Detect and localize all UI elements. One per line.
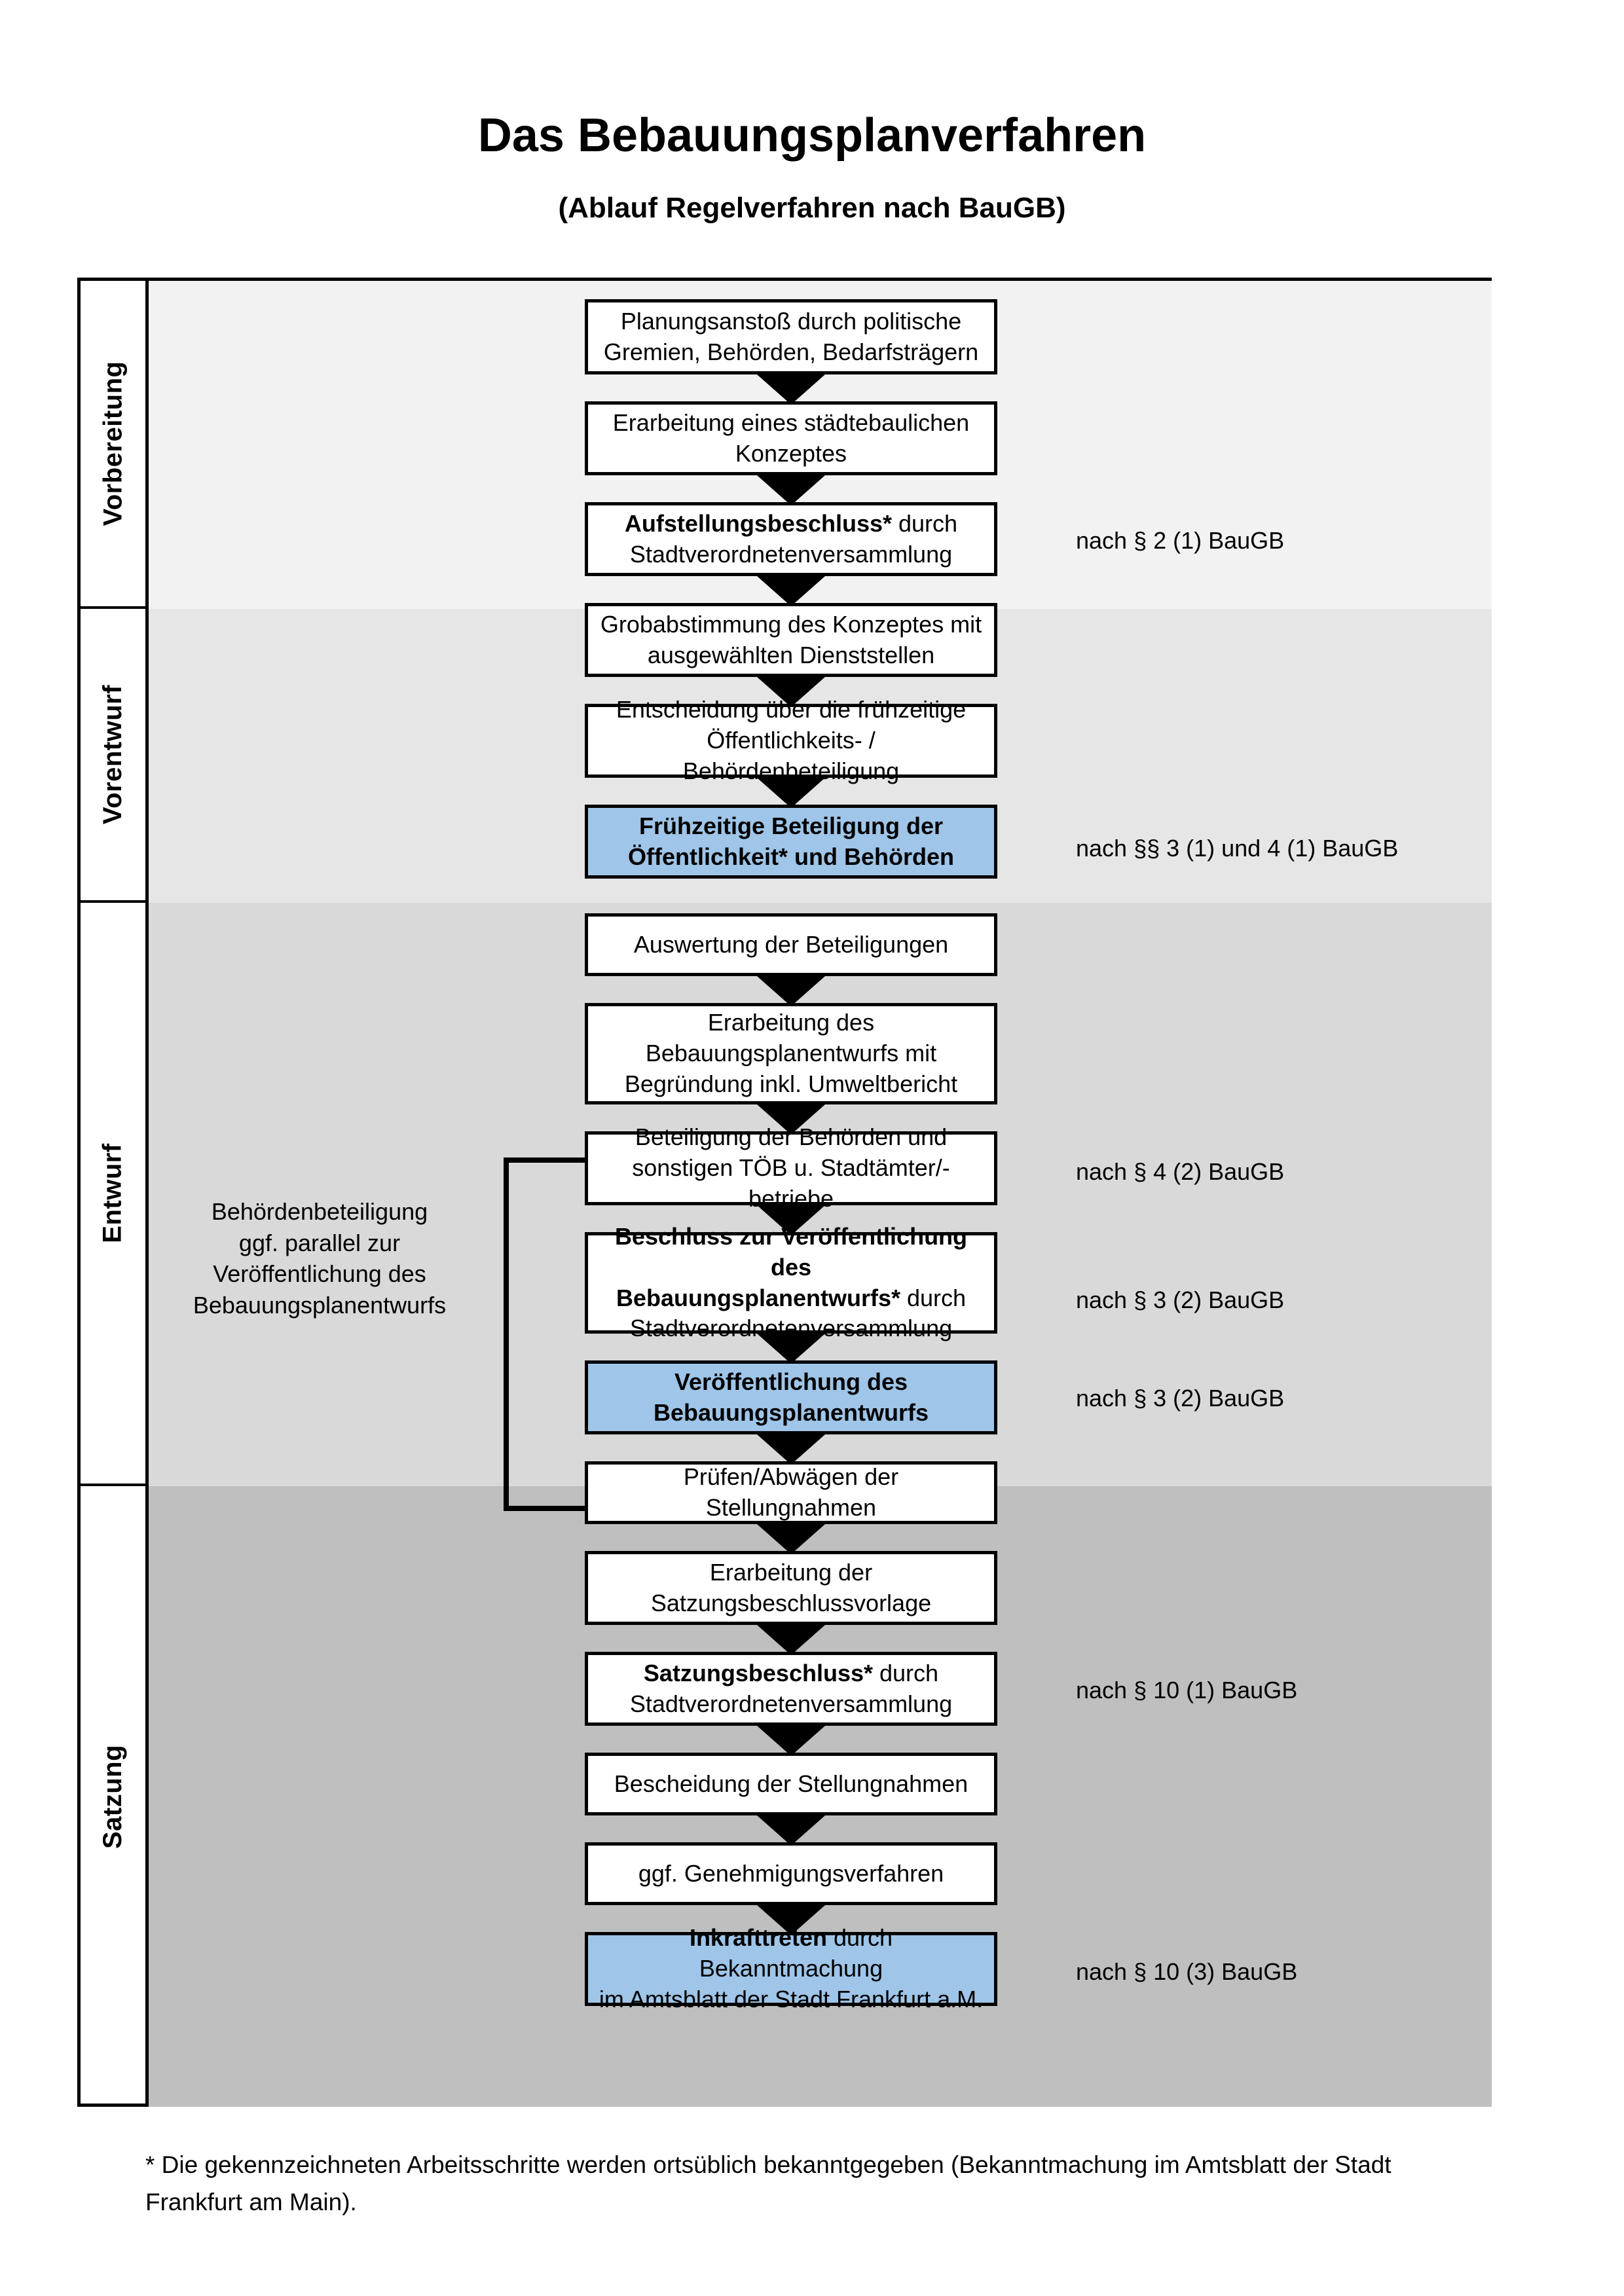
- step-line-suffix: durch: [873, 1659, 939, 1686]
- step-line: ausgewählten Dienststellen: [647, 641, 935, 668]
- step-line-bold: Bebauungsplanentwurfs*: [616, 1284, 900, 1311]
- page-subtitle: (Ablauf Regelverfahren nach BauGB): [558, 192, 1066, 225]
- step-line: Stadtverordnetenversammlung: [629, 540, 953, 568]
- arrow-down-icon: [757, 1334, 825, 1364]
- step-line-bold: Öffentlichkeit* und Behörden: [627, 843, 955, 870]
- footnote: * Die gekennzeichneten Arbeitsschritte w…: [145, 2151, 1392, 2216]
- step-beschluss-veroeffentlichung[interactable]: Beschluss zur Veröffentlichung des Bebau…: [585, 1223, 997, 1341]
- step-line: im Amtsblatt der Stadt Frankfurt a.M.: [599, 1985, 984, 2013]
- title-block: Das Bebauungsplanverfahren (Ablauf Regel…: [0, 109, 1624, 225]
- step-line-bold: Bebauungsplanentwurfs: [653, 1398, 929, 1426]
- note-fruehzeitige-beteiligung: nach §§ 3 (1) und 4 (1) BauGB: [1076, 835, 1399, 862]
- step-auswertung-beteiligungen[interactable]: Auswertung der Beteiligungen: [585, 913, 997, 976]
- step-line: Auswertung der Beteiligungen: [633, 930, 949, 958]
- step-line: Planungsanstoß durch politische: [620, 307, 962, 335]
- step-staedtebauliches-konzept[interactable]: Erarbeitung eines städtebaulichen Konzep…: [585, 401, 997, 475]
- step-line: Bebauungsplanentwurfs mit: [645, 1040, 937, 1067]
- arrow-down-icon: [757, 1524, 825, 1554]
- step-line: ggf. Genehmigungsverfahren: [638, 1859, 944, 1887]
- arrow-down-icon: [757, 1726, 825, 1756]
- step-aufstellungsbeschluss[interactable]: Aufstellungsbeschluss* durch Stadtverord…: [585, 502, 997, 576]
- step-line-suffix: durch: [892, 509, 958, 537]
- parallel-procedure-note: Behördenbeteiligung ggf. parallel zur Ve…: [172, 1196, 467, 1321]
- phase-cell-vorbereitung: Vorbereitung: [81, 281, 145, 609]
- step-line: Gremien, Behörden, Bedarfsträgern: [603, 338, 979, 365]
- step-satzungsbeschluss[interactable]: Satzungsbeschluss* durch Stadtverordnete…: [585, 1652, 997, 1726]
- step-erarbeitung-satzungsbeschlussvorlage[interactable]: Erarbeitung der Satzungsbeschlussvorlage: [585, 1551, 997, 1625]
- phase-label-vorbereitung: Vorbereitung: [98, 361, 127, 526]
- phase-label-vorentwurf: Vorentwurf: [98, 684, 127, 825]
- arrow-down-icon: [757, 1104, 825, 1135]
- phase-label-satzung: Satzung: [98, 1744, 128, 1849]
- step-line: Stadtverordnetenversammlung: [629, 1690, 953, 1717]
- phase-cell-vorentwurf: Vorentwurf: [81, 609, 145, 903]
- step-veroeffentlichung-entwurf[interactable]: Veröffentlichung des Bebauungsplanentwur…: [585, 1360, 997, 1434]
- step-grobabstimmung[interactable]: Grobabstimmung des Konzeptes mit ausgewä…: [585, 603, 997, 677]
- step-line: Erarbeitung der: [709, 1558, 873, 1586]
- arrow-down-icon: [757, 475, 825, 505]
- step-line: Grobabstimmung des Konzeptes mit: [600, 610, 982, 638]
- step-inkrafttreten[interactable]: Inkrafttreten durch Bekanntmachung im Am…: [585, 1924, 997, 2013]
- step-genehmigungsverfahren[interactable]: ggf. Genehmigungsverfahren: [585, 1842, 997, 1905]
- note-beschluss-veroeffentlichung: nach § 3 (2) BauGB: [1076, 1286, 1285, 1313]
- note-veroeffentlichung: nach § 3 (2) BauGB: [1076, 1385, 1285, 1412]
- step-beteiligung-behoerden-toeb[interactable]: Beteiligung der Behörden und sonstigen T…: [585, 1123, 997, 1212]
- arrow-down-icon: [757, 1205, 825, 1235]
- arrow-down-icon: [757, 1905, 825, 1935]
- arrow-down-icon: [757, 1434, 825, 1465]
- step-planungsanstoss[interactable]: Planungsanstoß durch politische Gremien,…: [585, 299, 997, 374]
- step-line: Bescheidung der Stellungnahmen: [614, 1770, 969, 1797]
- step-line: sonstigen TÖB u. Stadtämter/-betriebe: [632, 1154, 950, 1212]
- step-bescheidung-stellungnahmen[interactable]: Bescheidung der Stellungnahmen: [585, 1753, 997, 1815]
- step-line: Erarbeitung des: [707, 1009, 875, 1036]
- note-aufstellungsbeschluss: nach § 2 (1) BauGB: [1076, 527, 1285, 554]
- arrow-down-icon: [757, 778, 825, 808]
- arrow-down-icon: [757, 1625, 825, 1655]
- step-line-suffix: durch: [900, 1284, 967, 1311]
- note-satzungsbeschluss: nach § 10 (1) BauGB: [1076, 1677, 1298, 1704]
- step-line: Prüfen/Abwägen der Stellungnahmen: [683, 1463, 899, 1521]
- phase-cell-satzung: Satzung: [81, 1486, 145, 2107]
- step-line-bold: Veröffentlichung des: [674, 1368, 908, 1395]
- step-line: Begründung inkl. Umweltbericht: [624, 1070, 958, 1097]
- arrow-down-icon: [757, 1815, 825, 1846]
- step-pruefen-abwaegen[interactable]: Prüfen/Abwägen der Stellungnahmen: [585, 1461, 997, 1524]
- diagram-frame: Vorbereitung Vorentwurf Entwurf Satzung …: [77, 278, 1492, 2107]
- note-inkrafttreten: nach § 10 (3) BauGB: [1076, 1958, 1298, 1985]
- step-line: Erarbeitung eines städtebaulichen: [612, 409, 970, 436]
- annotation-line: Bebauungsplanentwurfs: [193, 1291, 447, 1319]
- arrow-down-icon: [757, 677, 825, 707]
- step-line-bold: Satzungsbeschluss*: [643, 1659, 874, 1686]
- step-fruehzeitige-beteiligung[interactable]: Frühzeitige Beteiligung der Öffentlichke…: [585, 805, 997, 879]
- phase-cell-entwurf: Entwurf: [81, 903, 145, 1486]
- step-line: Satzungsbeschlussvorlage: [650, 1589, 932, 1616]
- annotation-line: Veröffentlichung des: [213, 1260, 426, 1288]
- page-title: Das Bebauungsplanverfahren: [477, 109, 1147, 162]
- step-line-bold: Frühzeitige Beteiligung der: [638, 812, 944, 839]
- arrow-down-icon: [757, 374, 825, 405]
- step-line-suffix: durch Bekanntmachung: [699, 1924, 893, 1982]
- step-line: Öffentlichkeits- / Behördenbeteiligung: [682, 727, 900, 784]
- phase-label-column: Vorbereitung Vorentwurf Entwurf Satzung: [81, 281, 149, 2104]
- phase-label-entwurf: Entwurf: [98, 1143, 127, 1243]
- step-erarbeitung-bebauungsplanentwurf[interactable]: Erarbeitung des Bebauungsplanentwurfs mi…: [585, 1003, 997, 1104]
- note-behoerdenbeteiligung: nach § 4 (2) BauGB: [1076, 1158, 1285, 1185]
- arrow-down-icon: [757, 576, 825, 606]
- arrow-down-icon: [757, 976, 825, 1006]
- step-line: Konzeptes: [735, 439, 847, 467]
- step-line-bold: Aufstellungsbeschluss*: [624, 509, 893, 537]
- annotation-line: Behördenbeteiligung: [211, 1198, 428, 1225]
- annotation-line: ggf. parallel zur: [238, 1229, 401, 1256]
- step-entscheidung-fruehzeitige-beteiligung[interactable]: Entscheidung über die frühzeitige Öffent…: [585, 696, 997, 784]
